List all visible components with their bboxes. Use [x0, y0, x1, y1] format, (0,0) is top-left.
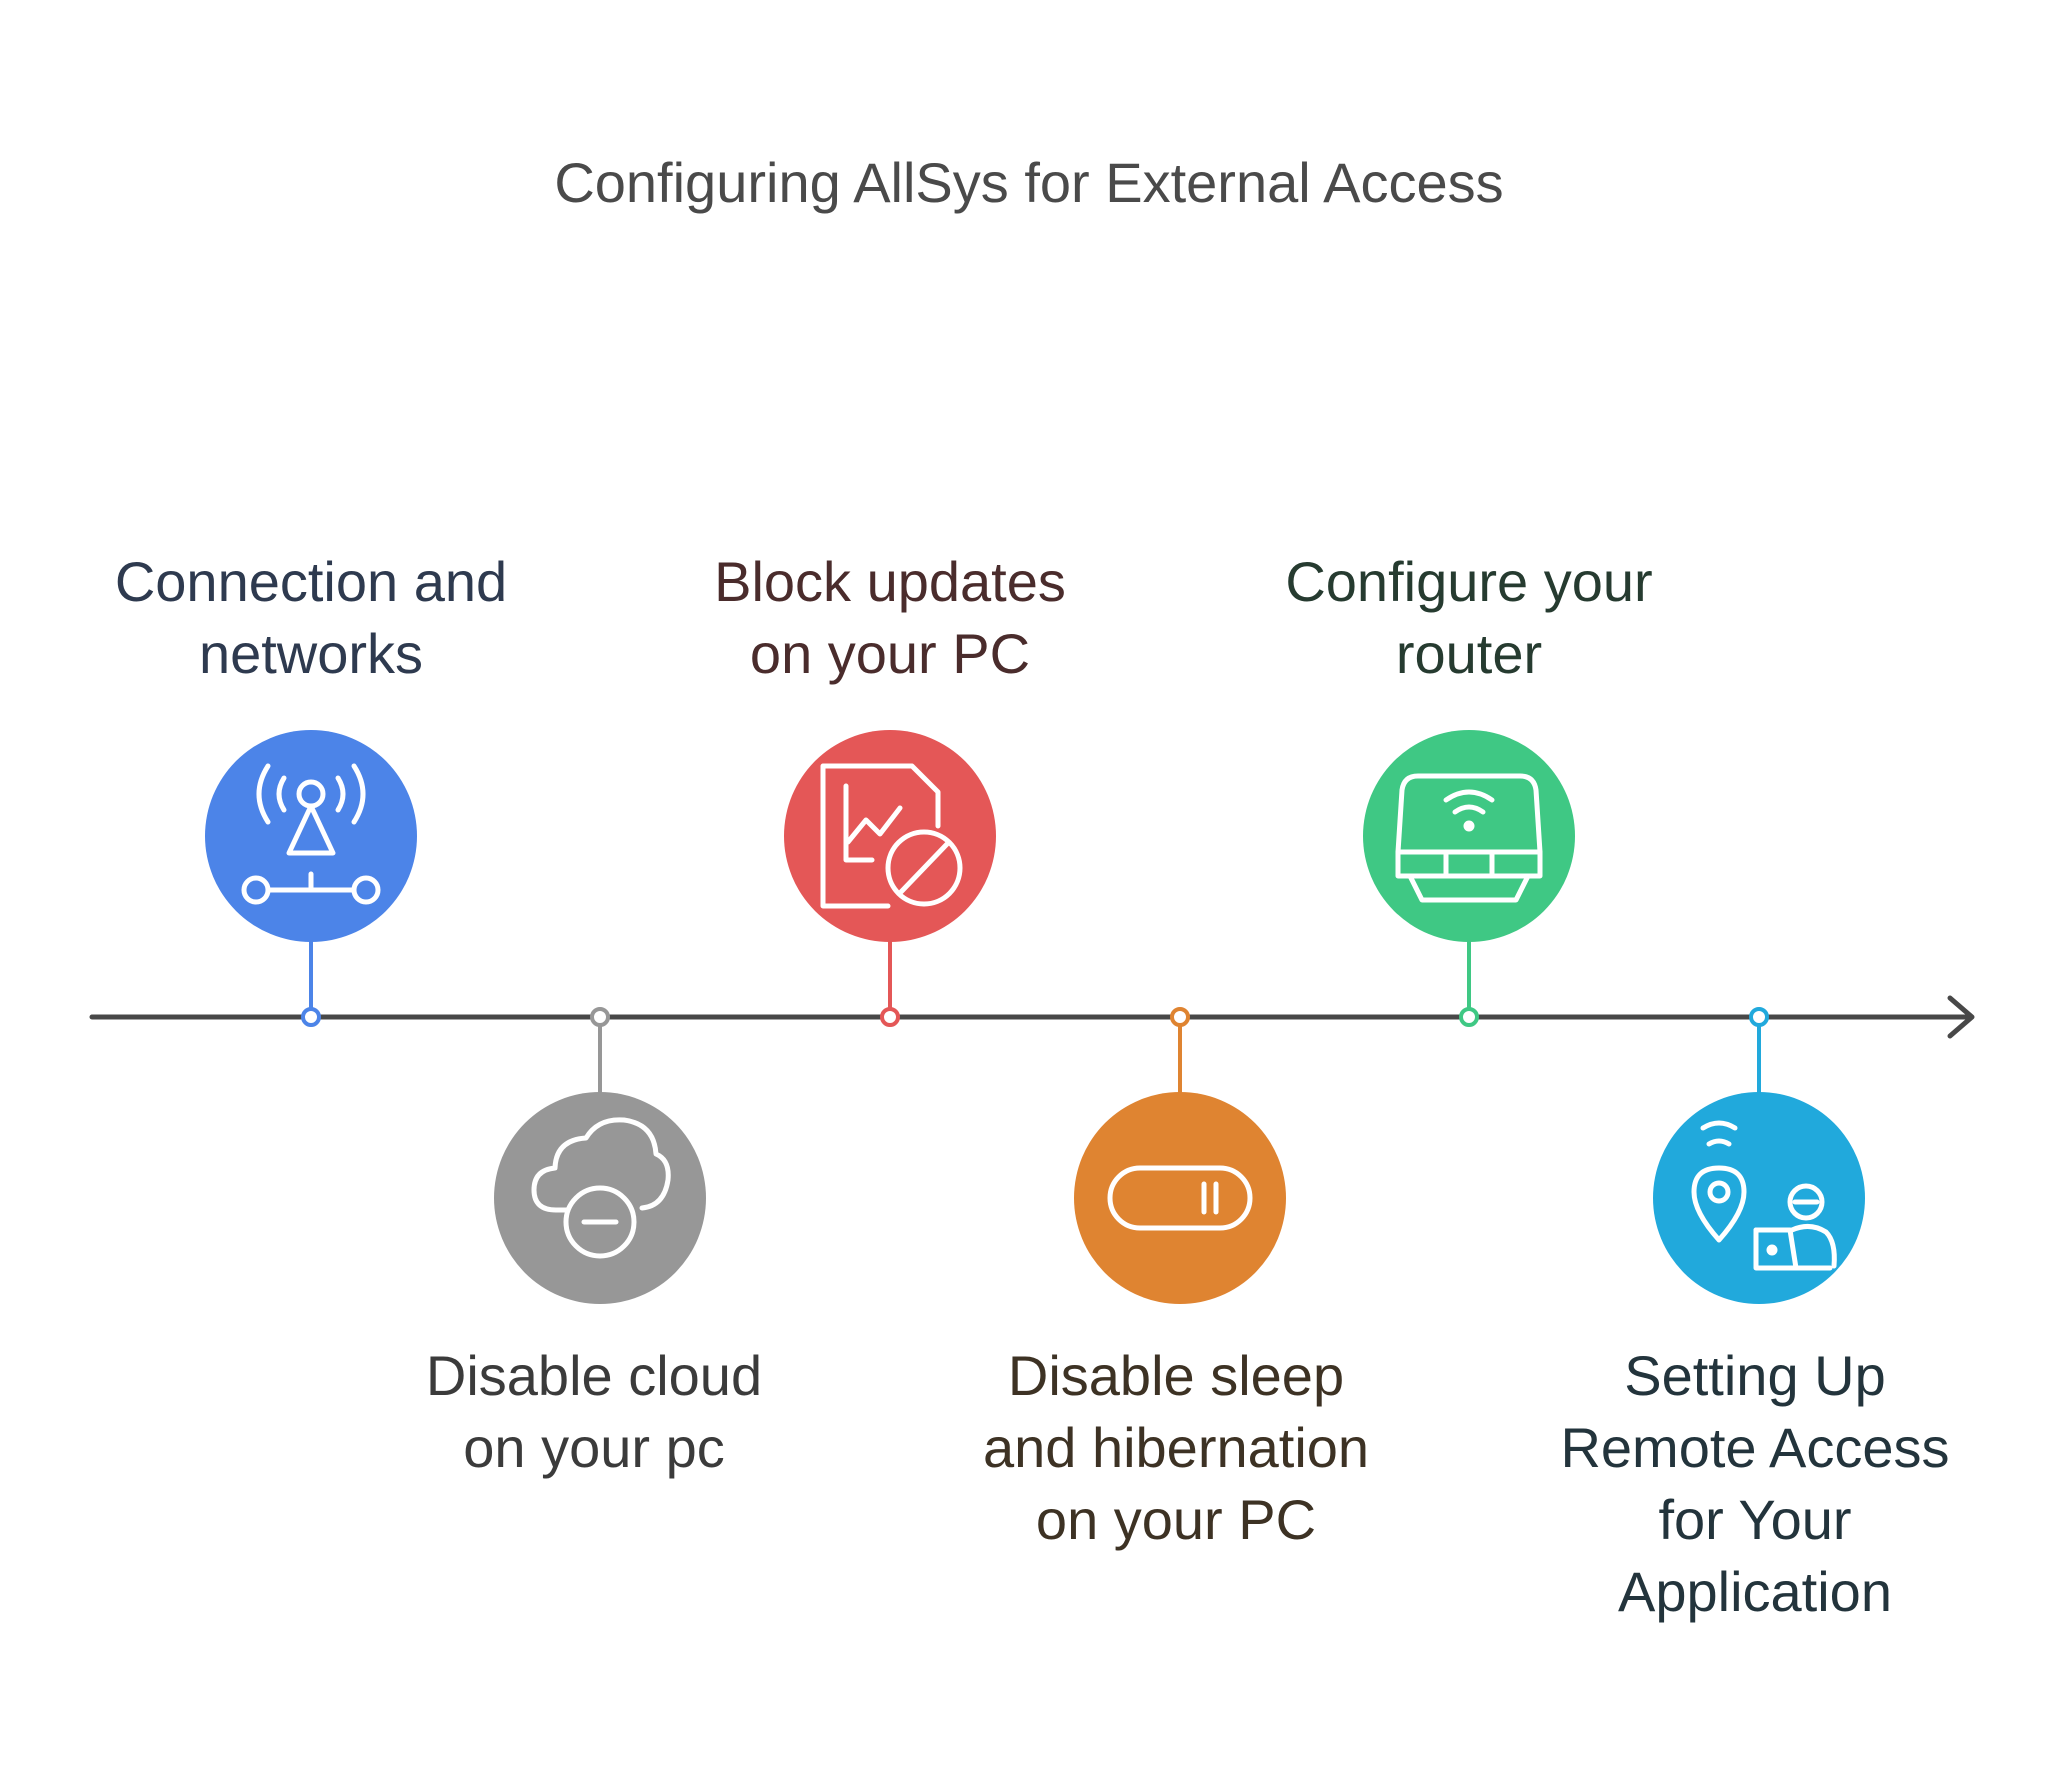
step-label-configure-router: Configure your router	[1189, 546, 1749, 690]
step-label-line: Connection and	[114, 550, 508, 613]
step-label-disable-cloud: Disable cloud on your pc	[314, 1340, 874, 1484]
remote-location-user-icon	[1691, 1120, 1837, 1271]
step-label-connection-networks: Connection and networks	[31, 546, 591, 690]
step-label-line: Disable sleep	[1007, 1344, 1345, 1407]
step-label-line: Setting Up	[1624, 1344, 1886, 1407]
step-label-line: on your pc	[463, 1416, 725, 1479]
network-antenna-icon	[241, 763, 381, 905]
step-disable-sleep	[1074, 1007, 1286, 1304]
step-label-line: router	[1395, 622, 1543, 685]
step-label-line: Disable cloud	[425, 1344, 763, 1407]
step-label-line: for Your	[1658, 1488, 1852, 1551]
wifi-router-icon	[1395, 773, 1543, 903]
step-label-line: and hibernation	[982, 1416, 1370, 1479]
timeline-arrow-icon	[1947, 995, 1975, 1039]
step-label-line: on your PC	[749, 622, 1031, 685]
step-label-line: Application	[1618, 1560, 1892, 1623]
cloud-minus-icon	[531, 1117, 671, 1259]
step-label-line: Block updates	[714, 550, 1066, 613]
step-label-remote-access: Setting Up Remote Access for Your Applic…	[1475, 1340, 2035, 1628]
step-connection-networks	[205, 730, 417, 1027]
step-configure-router	[1363, 730, 1575, 1027]
step-remote-access	[1653, 1007, 1865, 1304]
step-label-block-updates: Block updates on your PC	[610, 546, 1170, 690]
step-label-line: Configure your	[1285, 550, 1653, 613]
step-label-line: Remote Access	[1560, 1416, 1950, 1479]
step-label-line: networks	[198, 622, 424, 685]
step-block-updates	[784, 730, 996, 1027]
step-disable-cloud	[494, 1007, 706, 1304]
toggle-switch-icon	[1107, 1165, 1253, 1231]
step-label-line: on your PC	[1035, 1488, 1317, 1551]
timeline-axis	[89, 995, 1975, 1039]
diagram-title: Configuring AllSys for External Access	[554, 151, 1504, 214]
blocked-chart-document-icon	[820, 763, 963, 909]
step-label-disable-sleep: Disable sleep and hibernation on your PC	[896, 1340, 1456, 1556]
